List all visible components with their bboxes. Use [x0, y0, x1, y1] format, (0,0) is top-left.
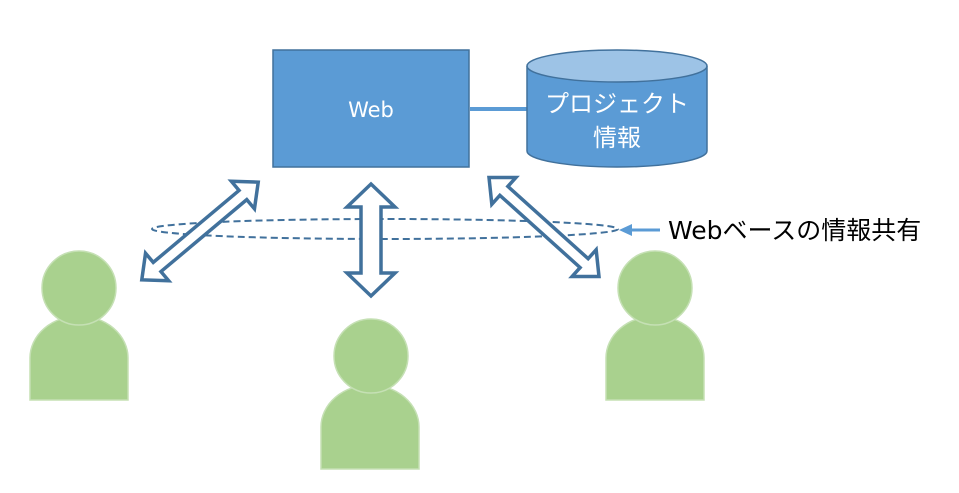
center-double-arrow: [342, 181, 400, 299]
user-left: [29, 250, 129, 401]
project-info-database: プロジェクト 情報: [526, 49, 708, 168]
annotation-label: Webベースの情報共有: [668, 216, 921, 245]
left-double-arrow: [139, 179, 261, 283]
web-server-box: Web: [272, 49, 470, 168]
database-label-line2: 情報: [593, 124, 641, 152]
user-center: [320, 318, 420, 470]
web-box-label: Web: [348, 98, 394, 122]
database-label-line1: プロジェクト: [545, 90, 689, 118]
user-right: [605, 250, 705, 401]
sharing-ring: [151, 218, 619, 240]
right-double-arrow: [487, 175, 601, 279]
annotation-pointer-arrow: [619, 224, 660, 236]
